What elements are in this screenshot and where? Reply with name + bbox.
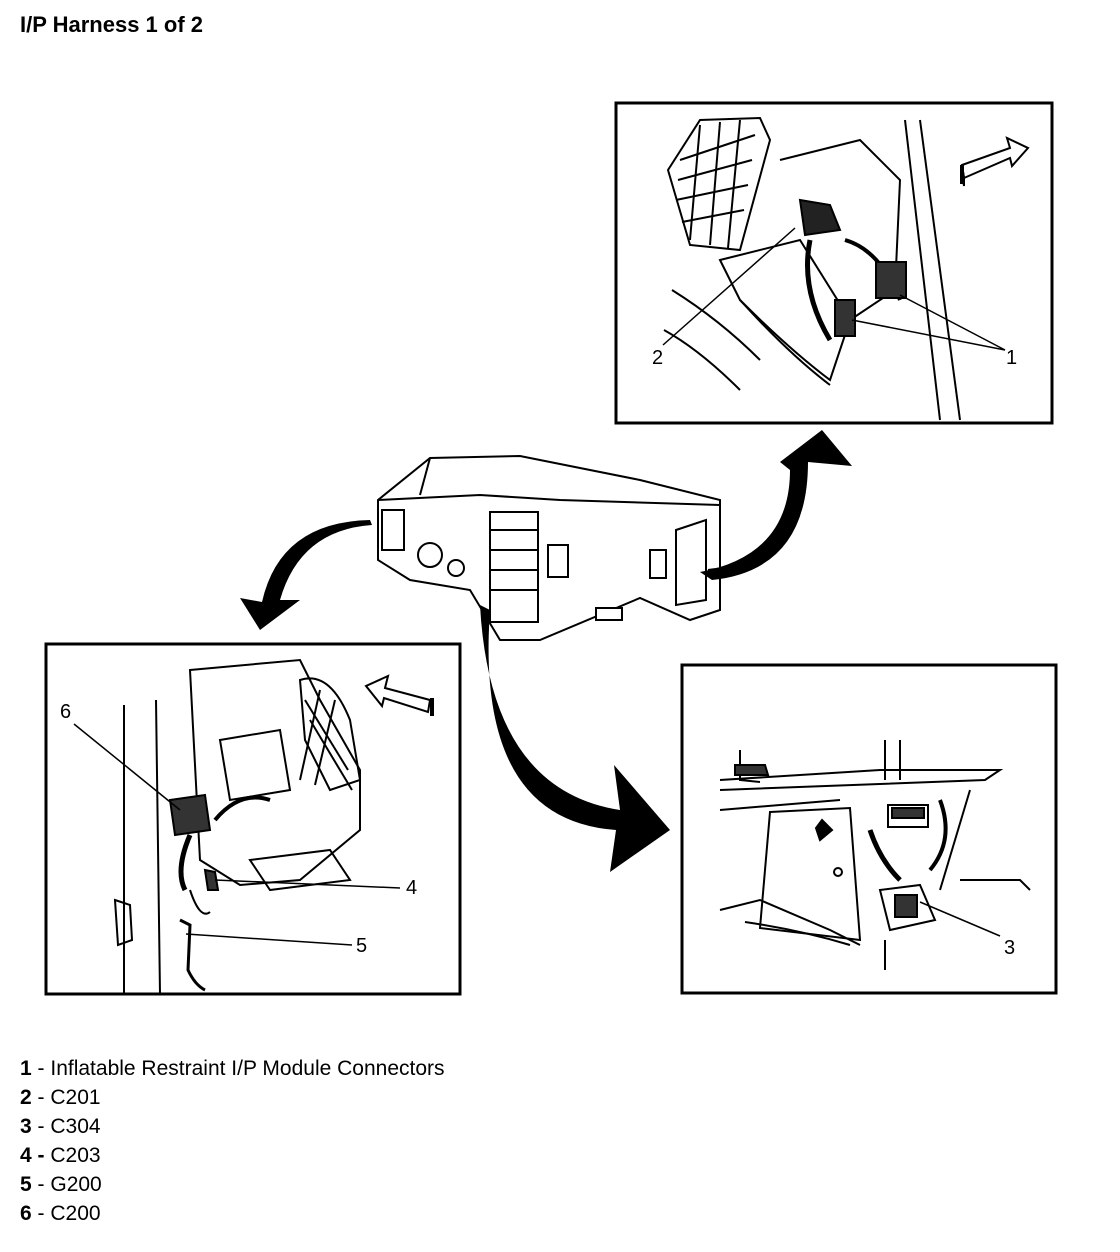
detail-panel-bottom-right: 3: [680, 663, 1058, 995]
callout-6: 6: [60, 701, 71, 723]
direction-arrow-icon: [960, 136, 1030, 187]
callout-2: 2: [652, 347, 663, 369]
arrow-to-bottom-left: [240, 520, 372, 630]
vent-grille: [666, 116, 772, 252]
callout-3: 3: [1004, 937, 1015, 959]
detail-panel-top-right: 2 1: [614, 101, 1054, 425]
legend-item-6: 6 - C200: [20, 1202, 101, 1225]
direction-arrow-icon-left: [364, 674, 434, 716]
legend: 1 - Inflatable Restraint I/P Module Conn…: [20, 1054, 445, 1228]
legend-item-4: 4 - C203: [20, 1144, 101, 1167]
legend-item-2: 2 - C201: [20, 1086, 101, 1109]
harness-diagram: 2 1: [44, 101, 1058, 996]
callout-5: 5: [356, 935, 367, 957]
callout-1: 1: [1006, 347, 1017, 369]
legend-item-5: 5 - G200: [20, 1173, 102, 1196]
arrow-to-bottom-right: [480, 605, 670, 872]
detail-panel-bottom-left: 6 4 5: [44, 642, 462, 996]
callout-4: 4: [406, 877, 417, 899]
page-title: I/P Harness 1 of 2: [20, 12, 204, 37]
dashboard-overview: [377, 454, 721, 641]
arrow-to-top-right: [700, 430, 852, 580]
legend-item-1: 1 - Inflatable Restraint I/P Module Conn…: [20, 1057, 445, 1080]
legend-item-3: 3 - C304: [20, 1115, 101, 1138]
